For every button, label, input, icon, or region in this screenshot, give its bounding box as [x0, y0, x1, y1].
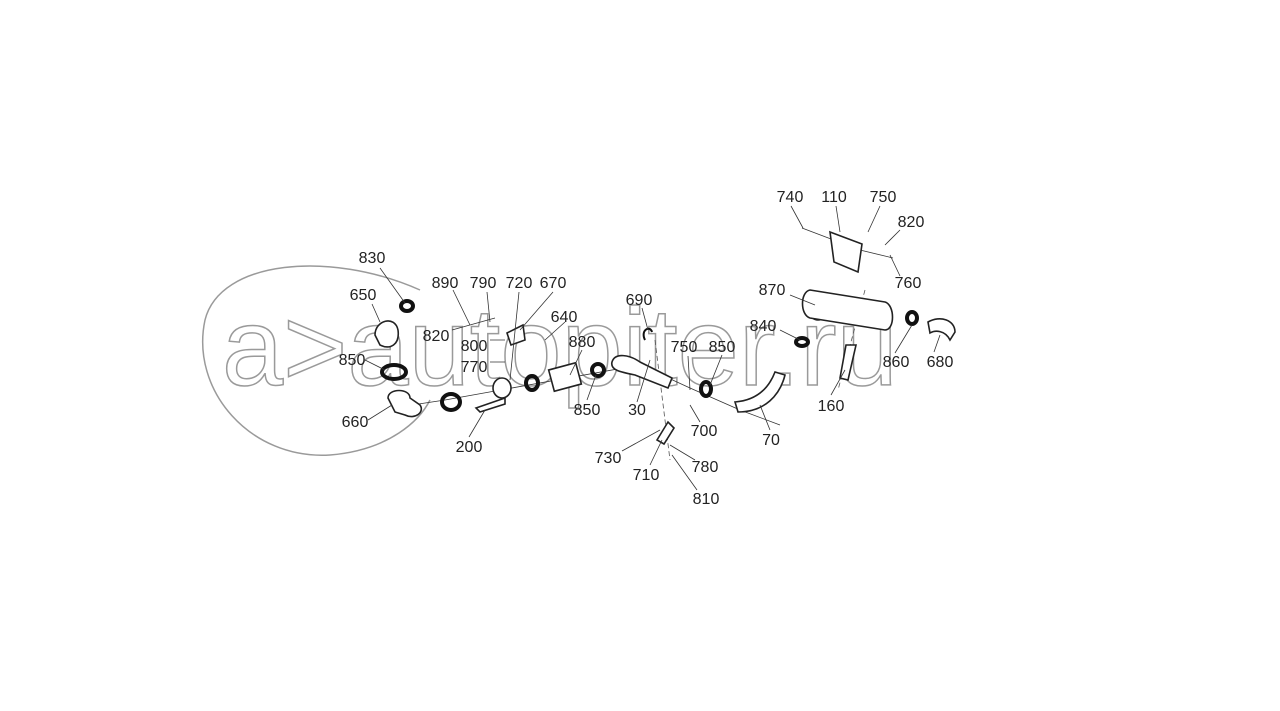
callout-labels: 740 110 750 820 760 870 840 860 680 160 … [339, 189, 954, 508]
part-880-flex-hose [547, 361, 583, 393]
callout-820-left: 820 [423, 328, 450, 345]
callout-730: 730 [595, 450, 622, 467]
callout-760: 760 [895, 275, 922, 292]
part-70-pipe [733, 371, 786, 413]
part-850-ring-b [699, 380, 713, 398]
part-200-bracket [474, 396, 506, 413]
part-ring [524, 374, 540, 392]
callout-670: 670 [540, 275, 567, 292]
callout-740: 740 [777, 189, 804, 206]
callout-810: 810 [693, 491, 720, 508]
part-650-elbow-cap [374, 320, 400, 348]
callout-820: 820 [898, 214, 925, 231]
callout-750-mid: 750 [671, 339, 698, 356]
callout-70: 70 [762, 432, 780, 449]
part-660-elbow [387, 389, 423, 418]
callout-720: 720 [506, 275, 533, 292]
part-710-bracket [655, 420, 676, 446]
part-770-flange [492, 377, 512, 399]
watermark: a>autopiter.ru [202, 265, 899, 456]
callout-640: 640 [551, 309, 578, 326]
callout-30: 30 [628, 402, 646, 419]
callout-870: 870 [759, 282, 786, 299]
callout-110: 110 [821, 189, 847, 206]
part-30-pipe [611, 354, 674, 390]
callout-770: 770 [461, 359, 488, 376]
callout-660: 660 [342, 414, 369, 431]
callout-850-right: 850 [709, 339, 736, 356]
callout-850: 850 [339, 352, 366, 369]
callout-700: 700 [691, 423, 718, 440]
callout-800: 800 [461, 338, 488, 355]
callout-790: 790 [470, 275, 497, 292]
part-850-ring [590, 362, 606, 378]
callout-650: 650 [350, 287, 377, 304]
callout-710: 710 [633, 467, 660, 484]
part-860-ring [905, 310, 919, 326]
watermark-swoosh [202, 265, 431, 456]
callout-160: 160 [818, 398, 845, 415]
callout-690: 690 [626, 292, 653, 309]
parts [374, 230, 956, 446]
callout-880: 880 [569, 334, 596, 351]
muffler [801, 289, 894, 331]
callout-840: 840 [750, 318, 777, 335]
callout-830: 830 [359, 250, 386, 267]
part-680-tailpipe [927, 318, 956, 342]
part-690-clip [642, 327, 653, 341]
leader-lines [364, 205, 941, 491]
part-830-clamp [399, 299, 415, 313]
callout-780: 780 [692, 459, 719, 476]
part-840-ring [794, 336, 810, 348]
part-ring-seal [440, 392, 462, 412]
callout-200: 200 [456, 439, 483, 456]
callout-850-mid: 850 [574, 402, 601, 419]
callout-680: 680 [927, 354, 954, 371]
part-110-bracket [829, 230, 863, 274]
callout-860: 860 [883, 354, 910, 371]
callout-750: 750 [870, 189, 897, 206]
part-850-seal [380, 363, 408, 381]
callout-890: 890 [432, 275, 459, 292]
